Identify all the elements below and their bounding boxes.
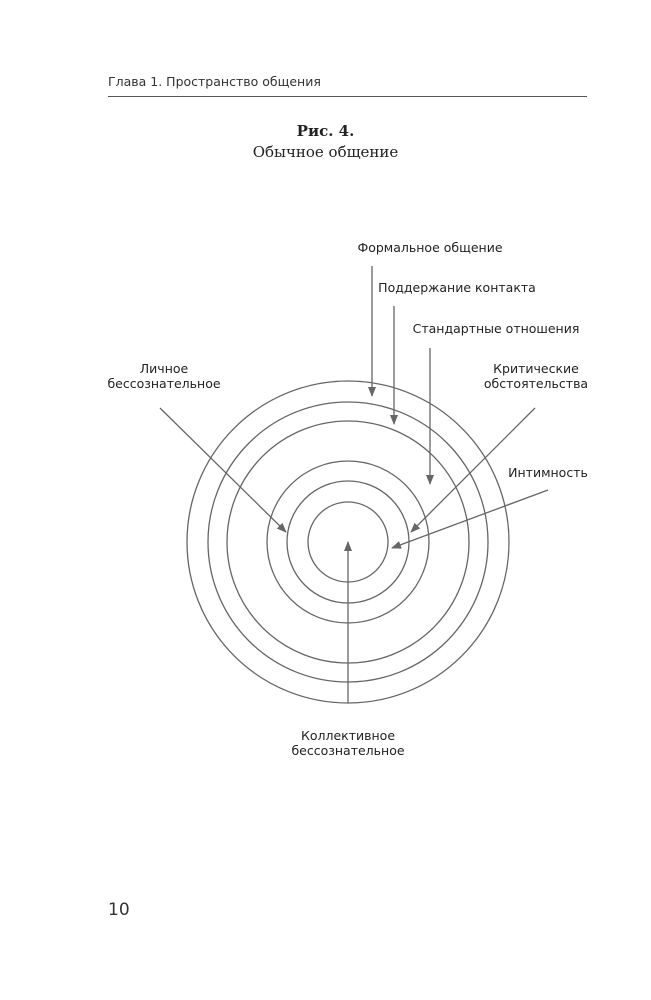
label-critical-1: Критические bbox=[493, 361, 579, 376]
arrow-critical bbox=[410, 407, 536, 533]
label-contact: Поддержание контакта bbox=[378, 280, 536, 295]
label-personal-1: Личное bbox=[140, 361, 189, 376]
label-collective-1: Коллективное bbox=[301, 728, 395, 743]
page-number: 10 bbox=[108, 900, 130, 920]
arrow-personal bbox=[159, 407, 287, 533]
label-formal: Формальное общение bbox=[357, 240, 502, 255]
label-intimacy: Интимность bbox=[508, 465, 588, 480]
figure-title: Обычное общение bbox=[252, 143, 399, 161]
label-collective-2: бессознательное bbox=[291, 743, 404, 758]
figure-number: Рис. 4. bbox=[296, 122, 355, 140]
label-critical-2: обстоятельства bbox=[484, 376, 588, 391]
running-header: Глава 1. Пространство общения bbox=[108, 74, 321, 89]
label-personal-2: бессознательное bbox=[107, 376, 220, 391]
arrow-intimacy bbox=[391, 489, 549, 549]
label-standard: Стандартные отношения bbox=[413, 321, 580, 336]
header-rule bbox=[108, 96, 587, 97]
